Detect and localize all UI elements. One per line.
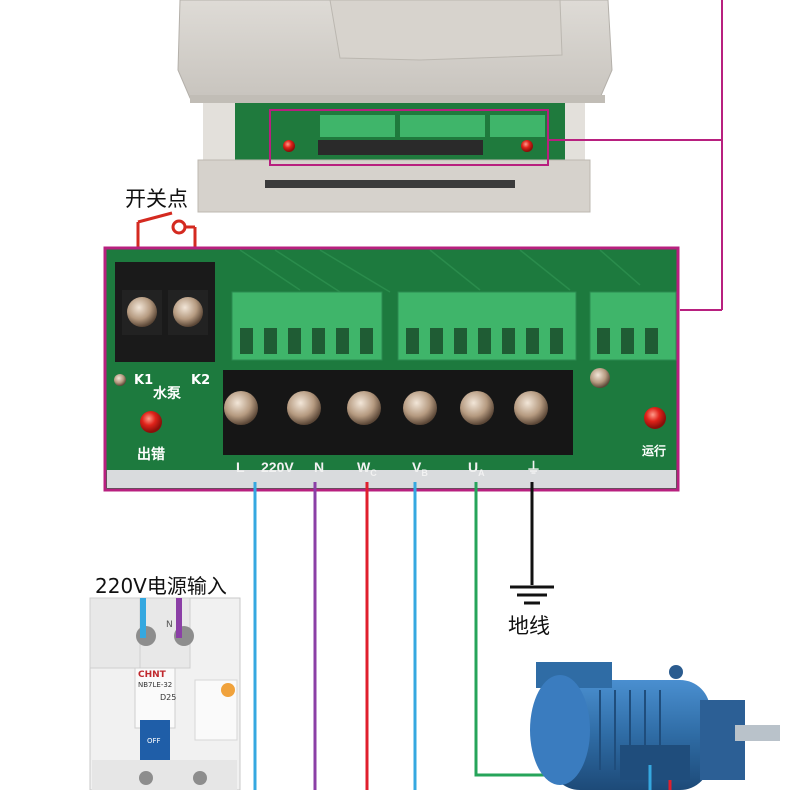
error-led — [140, 411, 162, 433]
power-terminal-screw — [347, 391, 381, 425]
power-terminal-screw — [403, 391, 437, 425]
terminal-slots — [240, 328, 658, 354]
mini-error-led — [283, 140, 295, 152]
board-zoom — [105, 248, 678, 490]
power-terminal-screw — [224, 391, 258, 425]
terminal-slot — [478, 328, 491, 354]
breaker-off-label: OFF — [147, 737, 161, 745]
k2-screw — [173, 297, 203, 327]
power-terminal-screws — [224, 391, 548, 425]
breaker-model: NB7LE-32 — [138, 681, 173, 689]
power-terminal-screw — [287, 391, 321, 425]
k2-label: K2 — [191, 373, 211, 388]
terminal-slot — [645, 328, 658, 354]
breaker-n-mark: N — [166, 620, 173, 630]
terminal-slot — [240, 328, 253, 354]
run-led — [644, 407, 666, 429]
circuit-breaker — [89, 597, 241, 790]
power-terminal-screw — [514, 391, 548, 425]
ground-icon — [510, 585, 554, 605]
k1-label: K1 — [134, 373, 154, 388]
terminal-slot — [502, 328, 515, 354]
terminal-vb-label: VB — [412, 459, 428, 478]
ground-label: 地线 — [508, 614, 550, 638]
terminal-slot — [360, 328, 373, 354]
terminal-slot — [430, 328, 443, 354]
wc-main: W — [357, 459, 371, 475]
mini-terminal-block — [318, 115, 545, 155]
k1-screw — [127, 297, 157, 327]
terminal-slot — [336, 328, 349, 354]
ua-main: U — [468, 459, 479, 475]
terminal-ua-label: UA — [468, 459, 485, 478]
terminal-voltage-label: 220V — [261, 459, 294, 475]
terminal-slot — [288, 328, 301, 354]
terminal-slot — [264, 328, 277, 354]
vb-main: V — [412, 459, 422, 475]
error-led-label: 出错 — [137, 447, 165, 463]
terminal-slot — [406, 328, 419, 354]
controller-enclosure — [177, 0, 613, 213]
terminal-slot — [312, 328, 325, 354]
breaker-rating: D25 — [160, 693, 177, 702]
terminal-l-label: L — [236, 459, 245, 475]
terminal-n-label: N — [314, 459, 325, 475]
breaker-brand: CHNT — [138, 670, 166, 680]
terminal-slot — [526, 328, 539, 354]
terminal-ground-label: ⏚ — [526, 460, 542, 477]
wc-sub: C — [370, 467, 377, 478]
vb-sub: B — [421, 467, 428, 478]
terminal-slot — [621, 328, 634, 354]
power-terminal-screw — [460, 391, 494, 425]
terminal-slot — [597, 328, 610, 354]
mini-run-led — [521, 140, 533, 152]
terminal-wc-label: WC — [357, 459, 377, 478]
terminal-slot — [550, 328, 563, 354]
run-led-label: 运行 — [642, 444, 667, 458]
terminal-slot — [454, 328, 467, 354]
power-input-label: 220V电源输入 — [95, 574, 227, 598]
ua-sub: A — [478, 467, 485, 478]
motor — [530, 662, 780, 790]
pump-label: 水泵 — [153, 386, 181, 402]
mini-highlight-frame — [269, 109, 549, 166]
switch-point-label: 开关点 — [125, 187, 188, 211]
board-highlight-frame — [103, 246, 680, 492]
callout-connector — [548, 0, 723, 311]
